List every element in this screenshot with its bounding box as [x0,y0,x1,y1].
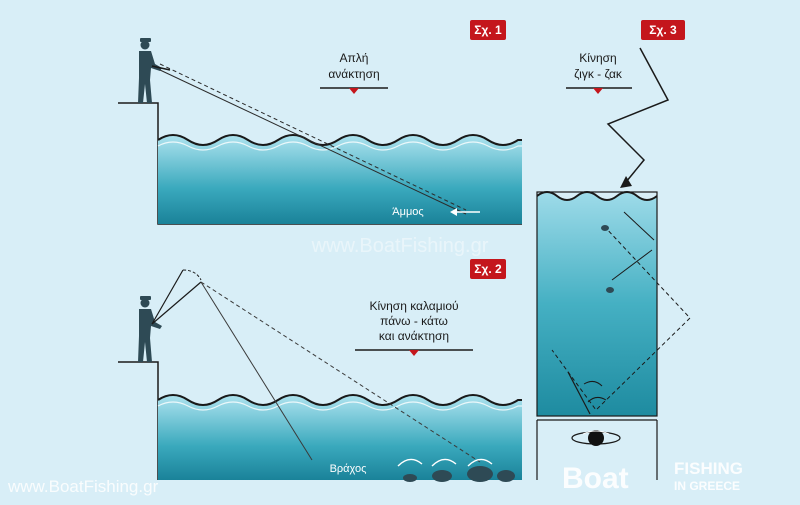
svg-text:Σχ. 1: Σχ. 1 [474,23,502,37]
rod-1 [151,65,171,71]
lower-box [536,419,658,480]
caption-fig2-line3: και ανάκτηση [379,329,449,343]
water-3 [537,192,657,416]
wave-line-2b [157,401,522,411]
svg-text:Σχ. 2: Σχ. 2 [474,262,502,276]
pier-2 [118,361,159,480]
motion-arc-1 [583,380,603,387]
bottom-label-sand: Άμμος [392,206,423,218]
rod-motion-arc [182,269,202,281]
badge-fig2: Σχ. 2 [470,259,506,279]
zigzag-solid-1 [623,211,655,241]
caption-fig1-line1: Απλή [340,51,369,65]
rod-line-3 [567,371,591,415]
badge-fig3: Σχ. 3 [641,20,685,40]
zigzag-solid-2 [611,249,653,281]
svg-text:Σχ. 3: Σχ. 3 [649,23,677,37]
wave-line-3 [536,191,658,201]
eye-icon [571,430,621,446]
wave-line-1 [157,134,522,146]
figure-2: Βράχος Σχ. 2 Κίνηση καλαμιού πάνω - κάτω… [118,259,522,482]
retrieve-arrow-1 [450,208,480,216]
water-2 [158,395,522,480]
caption-pointer-3 [593,88,603,94]
wave-line-2 [157,394,522,406]
zigzag-path [551,225,691,411]
line-2-solid [200,281,313,461]
water-1 [158,135,522,224]
rod-2-mid [151,281,202,325]
wave-line-1b [157,141,522,151]
brand-logo: Boat FISHING IN GREECE [562,459,743,495]
watermark-center: www.BoatFishing.gr [311,235,489,257]
rod-2-up [151,269,184,325]
caption-fig2-line1: Κίνηση καλαμιού [369,299,458,313]
logo-in-greece: IN GREECE [674,479,740,493]
caption-fig3-line2: ζιγκ - ζακ [574,67,623,81]
caption-fig2-line2: πάνω - κάτω [380,314,448,328]
zigzag-arrowhead [620,176,632,188]
logo-fishing: FISHING [674,459,743,478]
caption-fig1-line2: ανάκτηση [328,67,379,81]
bottom-label-rock: Βράχος [330,463,367,475]
rocks [403,466,515,482]
watermark-bottom-left: www.BoatFishing.gr [7,477,159,496]
caption-fig3-line1: Κίνηση [579,51,616,65]
figure-1: Άμμος Σχ. 1 Απλή ανάκτηση [118,20,522,225]
hop-arrows [397,458,493,467]
zigzag-arrow [606,47,670,183]
caption-pointer-2 [409,350,419,356]
motion-arc-2 [587,396,607,403]
fisherman-1 [138,38,162,103]
fisherman-2 [138,296,162,362]
logo-main: Boat [562,462,629,495]
column-border [536,191,658,417]
figure-3: Σχ. 3 Κίνηση ζιγκ - ζακ [536,20,691,480]
line-2-dashed [200,281,481,463]
line-1-solid [159,69,467,215]
lure-icons [601,225,614,293]
line-1-dashed [159,63,467,211]
caption-pointer-1 [349,88,359,94]
badge-fig1: Σχ. 1 [470,20,506,40]
